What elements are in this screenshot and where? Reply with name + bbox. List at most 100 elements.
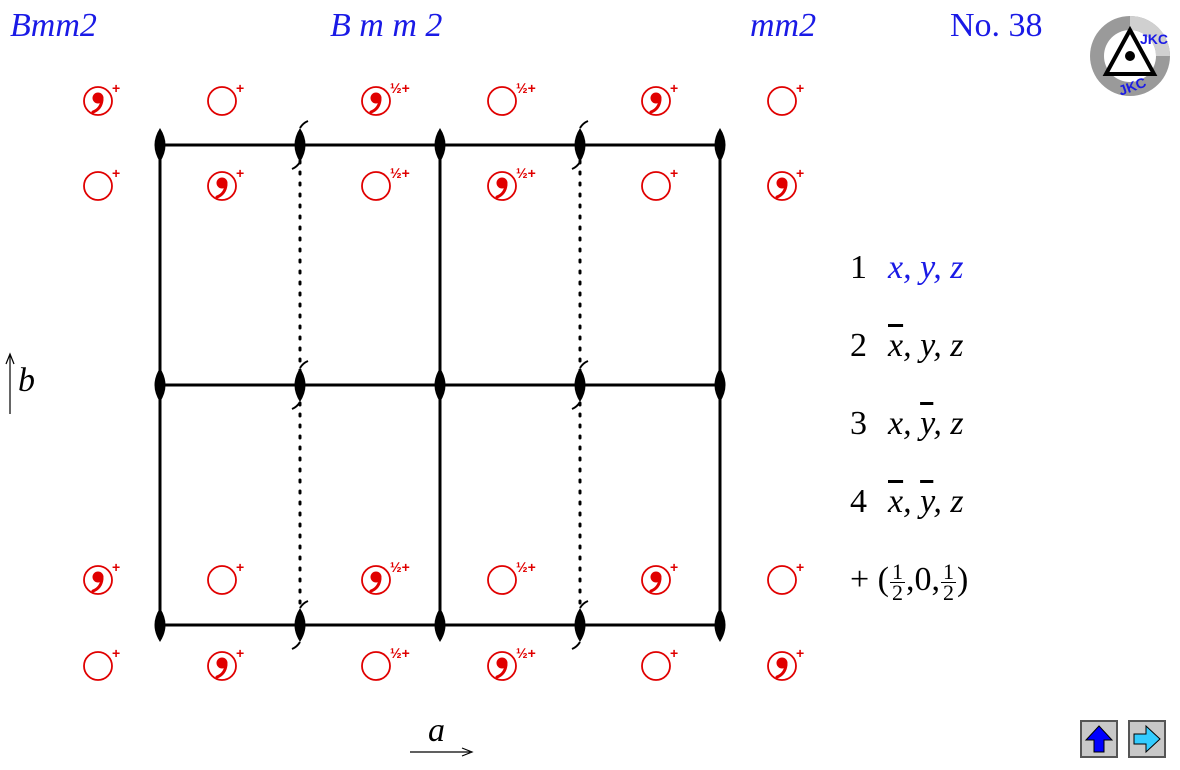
- next-button[interactable]: [1128, 720, 1166, 758]
- position-height-label: +: [670, 559, 678, 575]
- position-height-label: +: [796, 165, 804, 181]
- twofold-screw-axis-symbol: [571, 120, 589, 170]
- twofold-screw-axis-symbol: [571, 360, 589, 410]
- twofold-axis-symbol: [714, 128, 726, 162]
- coord-num: 3: [850, 405, 867, 442]
- position-height-label: +: [112, 645, 120, 661]
- position-height-label: +: [112, 165, 120, 181]
- position-circle: +: [83, 165, 120, 201]
- twofold-axis-symbol: [154, 608, 166, 642]
- position-height-label: +: [112, 559, 120, 575]
- position-height-label: ½+: [516, 559, 536, 575]
- position-circle-comma: +: [767, 645, 804, 681]
- position-height-label: ½+: [516, 80, 536, 96]
- position-circle-comma: +: [641, 80, 678, 116]
- position-circle: +: [767, 80, 804, 116]
- twofold-axes: [154, 120, 726, 650]
- twofold-screw-axis-symbol: [291, 360, 309, 410]
- full-symbol: B m m 2: [330, 7, 443, 44]
- position-height-label: +: [670, 165, 678, 181]
- jkc-logo-icon[interactable]: JKC JKC: [1088, 14, 1172, 98]
- coord-ybar: y: [920, 483, 934, 520]
- coord-rest: , z: [933, 405, 964, 442]
- coord-xbar: x: [888, 483, 904, 520]
- position-height-label: ½+: [390, 80, 410, 96]
- twofold-axis-symbol: [714, 608, 726, 642]
- position-height-label: +: [796, 559, 804, 575]
- twofold-screw-axis-symbol: [291, 120, 309, 170]
- position-height-label: ½+: [390, 645, 410, 661]
- coord-sep: ,: [903, 483, 921, 520]
- position-height-label: ½+: [516, 645, 536, 661]
- position-height-label: ½+: [516, 165, 536, 181]
- coord-num: 2: [850, 327, 867, 364]
- position-circle-comma: +: [207, 645, 244, 681]
- position-circle-comma: +: [83, 80, 120, 116]
- centering-open: + (: [850, 561, 889, 598]
- coord-rest: , z: [933, 483, 964, 520]
- twofold-axis-symbol: [154, 368, 166, 402]
- up-button[interactable]: [1080, 720, 1118, 758]
- position-circle: +: [207, 559, 244, 595]
- position-height-label: +: [670, 80, 678, 96]
- coordinate-row-1: 1 x, y, z: [850, 248, 964, 288]
- twofold-axis-symbol: [714, 368, 726, 402]
- coord-num: 1: [850, 249, 867, 286]
- centering-close: ): [957, 561, 969, 598]
- position-circle: ½+: [487, 559, 536, 595]
- position-circle-comma: +: [641, 559, 678, 595]
- position-circle: ½+: [361, 645, 410, 681]
- twofold-screw-axis-symbol: [571, 600, 589, 650]
- twofold-axis-symbol: [434, 128, 446, 162]
- glide-plane-lines: [298, 148, 582, 622]
- position-height-label: +: [112, 80, 120, 96]
- axis-a-arrow: [410, 747, 474, 757]
- position-circle-comma: ½+: [361, 559, 410, 595]
- twofold-axis-symbol: [434, 368, 446, 402]
- centering-mid: ,0,: [906, 561, 940, 598]
- axis-a-label: a: [428, 712, 445, 749]
- position-height-label: +: [236, 80, 244, 96]
- position-circle: +: [641, 165, 678, 201]
- axis-b-label: b: [18, 362, 35, 399]
- short-symbol: Bmm2: [10, 7, 97, 44]
- position-height-label: +: [670, 645, 678, 661]
- coord-num: 4: [850, 483, 867, 520]
- twofold-screw-axis-symbol: [291, 600, 309, 650]
- position-height-label: +: [236, 645, 244, 661]
- axis-b-arrow: [5, 352, 15, 414]
- coordinate-row-3: 3 x, y, z: [850, 404, 964, 444]
- position-circle-comma: ½+: [361, 80, 410, 116]
- position-circle: +: [207, 80, 244, 116]
- position-circle-comma: +: [207, 165, 244, 201]
- point-group: mm2: [750, 7, 817, 44]
- position-circle-comma: ½+: [487, 165, 536, 201]
- logo-text: JKC: [1140, 31, 1168, 47]
- coord-x: x,: [888, 405, 921, 442]
- position-height-label: +: [236, 559, 244, 575]
- arrow-up-icon: [1084, 725, 1114, 753]
- twofold-axis-symbol: [154, 128, 166, 162]
- coord-xyz: x, y, z: [888, 249, 964, 286]
- arrow-right-icon: [1133, 724, 1161, 754]
- position-circle: +: [767, 559, 804, 595]
- position-height-label: +: [236, 165, 244, 181]
- position-circle: +: [83, 645, 120, 681]
- space-group-number: No. 38: [950, 7, 1043, 44]
- twofold-axis-symbol: [434, 608, 446, 642]
- position-circle-comma: ½+: [487, 645, 536, 681]
- position-circle-comma: +: [767, 165, 804, 201]
- coord-ybar: y: [920, 405, 934, 442]
- coord-xbar: x: [888, 327, 904, 364]
- position-height-label: ½+: [390, 559, 410, 575]
- position-circle: +: [641, 645, 678, 681]
- equivalent-positions: ++½+½+++++½+½+++++½+½+++++½+½+++: [83, 80, 804, 681]
- coord-rest: , y, z: [903, 327, 964, 364]
